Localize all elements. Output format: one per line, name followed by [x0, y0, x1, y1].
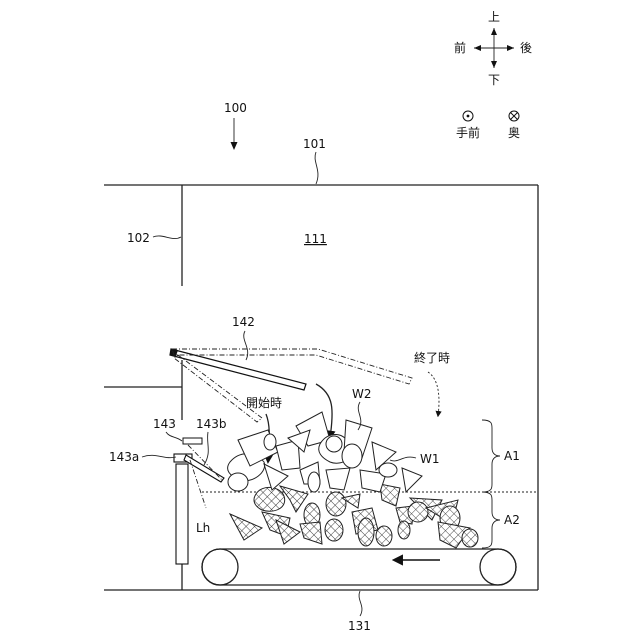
housing-label: 101 — [303, 137, 326, 151]
region-a1-label: A1 — [504, 449, 520, 463]
partition-label: 102 — [127, 231, 150, 245]
chamber-label: 111 — [304, 232, 327, 246]
direction-back-label: 後 — [520, 41, 532, 55]
device-label: 100 — [224, 101, 247, 115]
lower-pile — [230, 484, 478, 548]
direction-compass: 上 下 前 後 — [454, 10, 532, 87]
direction-up-label: 上 — [488, 10, 500, 24]
item-w2-label: W2 — [352, 387, 372, 401]
conveyor-label: 131 — [348, 619, 371, 633]
level-label: Lh — [196, 521, 210, 535]
sensor-assembly — [174, 438, 224, 564]
end-state-label: 終了時 — [414, 350, 450, 365]
near-label: 手前 — [456, 125, 480, 140]
sensor-a-label: 143a — [109, 450, 139, 464]
lever-label: 142 — [232, 315, 255, 329]
upper-pile — [228, 412, 422, 492]
item-w1-label: W1 — [420, 452, 440, 466]
direction-down-label: 下 — [488, 73, 500, 87]
depth-symbols: 手前 奥 — [456, 111, 520, 140]
region-brackets — [482, 420, 500, 548]
region-a2-label: A2 — [504, 513, 520, 527]
sensor-b-label: 143b — [196, 417, 227, 431]
direction-front-label: 前 — [454, 40, 466, 55]
sensor-label: 143 — [153, 417, 176, 431]
conveyor-belt — [202, 549, 516, 585]
start-state-label: 開始時 — [246, 396, 282, 410]
far-label: 奥 — [508, 126, 520, 140]
